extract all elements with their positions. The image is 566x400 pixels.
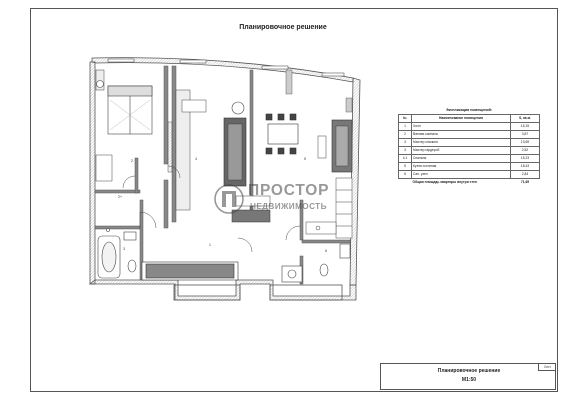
total-row: Общая площадь квартиры внутри стен 71,69: [399, 179, 540, 187]
row-area: 18,43: [510, 162, 540, 171]
master-bed: [107, 85, 153, 135]
watermark-logo: ПРОСТОР НЕДВИЖИМОСТЬ: [214, 182, 364, 223]
wardrobe-strip: [95, 69, 105, 91]
table-row: 3 Мастер гардероб 2,52: [398, 146, 540, 155]
room-label: 2: [131, 159, 133, 163]
watermark-name: ПРОСТОР: [248, 182, 330, 199]
row-num: 5: [398, 162, 412, 171]
room-label: 3: [123, 247, 125, 251]
loggia-block-left: [173, 284, 241, 301]
storage-column: [175, 89, 191, 211]
row-name: Кухня-гостиная: [411, 162, 511, 171]
row-num: 1: [398, 122, 412, 131]
row-area: 13,69: [510, 138, 540, 147]
room-label: 5: [304, 157, 306, 161]
row-num: 6: [398, 170, 412, 179]
table-row: 2 Ванная комната 3,87: [398, 130, 540, 139]
west-wall: [89, 61, 96, 285]
table-row: 1 Холл 15,15: [398, 122, 540, 131]
schedule-title: Экспликация помещений:: [445, 108, 493, 112]
sofa-kitchen: [331, 119, 353, 173]
south-wall: [88, 279, 357, 301]
row-area: 2,84: [510, 170, 540, 179]
room-schedule: Экспликация помещений: № Наименование по…: [398, 108, 540, 186]
sheet-number-box: Лист: [538, 363, 556, 371]
page-title: Планировочное решение: [239, 24, 327, 31]
title-block-title: Планировочное решение: [437, 368, 501, 374]
col-header-name: Наименование помещения: [411, 114, 511, 123]
table-row: 5 Кухня-гостиная 18,43: [398, 162, 540, 171]
armchair-icon: [231, 101, 245, 115]
dining-table: [265, 113, 299, 155]
row-num: 3: [398, 146, 412, 155]
room-label: 4: [195, 157, 197, 161]
room-label: 1: [209, 243, 211, 247]
row-area: 3,87: [510, 130, 540, 139]
row-num: 4.1: [398, 154, 412, 163]
row-num: 3: [398, 138, 412, 147]
table-header-row: № Наименование помещения S, кв.м.: [398, 114, 540, 123]
hatched-column: [167, 121, 173, 173]
table-row: 6 Сан. узел 2,84: [398, 170, 540, 179]
title-block: Планировочное решение М1:50: [380, 363, 556, 390]
sheet-frame: [30, 8, 558, 392]
windows: [107, 58, 345, 77]
row-name: Холл: [411, 122, 511, 131]
bathroom-fixtures: [97, 228, 137, 279]
watermark-subtitle: НЕДВИЖИМОСТЬ: [250, 202, 327, 211]
hall-bench: [141, 261, 239, 281]
tv-console: [231, 209, 271, 223]
door-swings: [122, 165, 301, 253]
plant-icon: [96, 80, 104, 88]
row-name: Ванная комната: [411, 130, 511, 139]
kitchen-counter: [305, 177, 353, 239]
total-label: Общая площадь квартиры внутри стен: [412, 180, 477, 184]
kitchen-island: [317, 135, 327, 159]
row-name: Сан. узел: [411, 170, 511, 179]
room-label: 2+: [118, 195, 122, 199]
room-labels: 2 2+ 4 1 5 3 6: [118, 157, 327, 253]
row-area: 15,23: [510, 154, 540, 163]
row-name: Мастер гардероб: [411, 146, 511, 155]
loggia-block-right: [269, 284, 343, 301]
row-area: 15,15: [510, 122, 540, 131]
col-header-area: S, кв.м.: [510, 114, 540, 123]
radiators: [285, 69, 353, 113]
wc-fixtures: [281, 243, 351, 283]
row-area: 2,52: [510, 146, 540, 155]
col-header-num: №: [398, 114, 412, 123]
table-row: 3 Мастер спальня 13,69: [398, 138, 540, 147]
total-value: 71,69: [520, 180, 530, 184]
row-num: 2: [398, 130, 412, 139]
sofa-room4: [223, 117, 247, 187]
row-name: Мастер спальня: [411, 138, 511, 147]
schedule-table: № Наименование помещения S, кв.м. 1 Холл…: [398, 114, 540, 186]
table-row: 4.1 Спальня 15,23: [398, 154, 540, 163]
desk: [181, 99, 207, 113]
row-name: Спальня: [411, 154, 511, 163]
logo-mark-icon: [214, 184, 244, 214]
title-block-scale: М1:50: [461, 377, 477, 383]
nightstand: [95, 154, 113, 182]
room-label: 6: [325, 249, 327, 253]
